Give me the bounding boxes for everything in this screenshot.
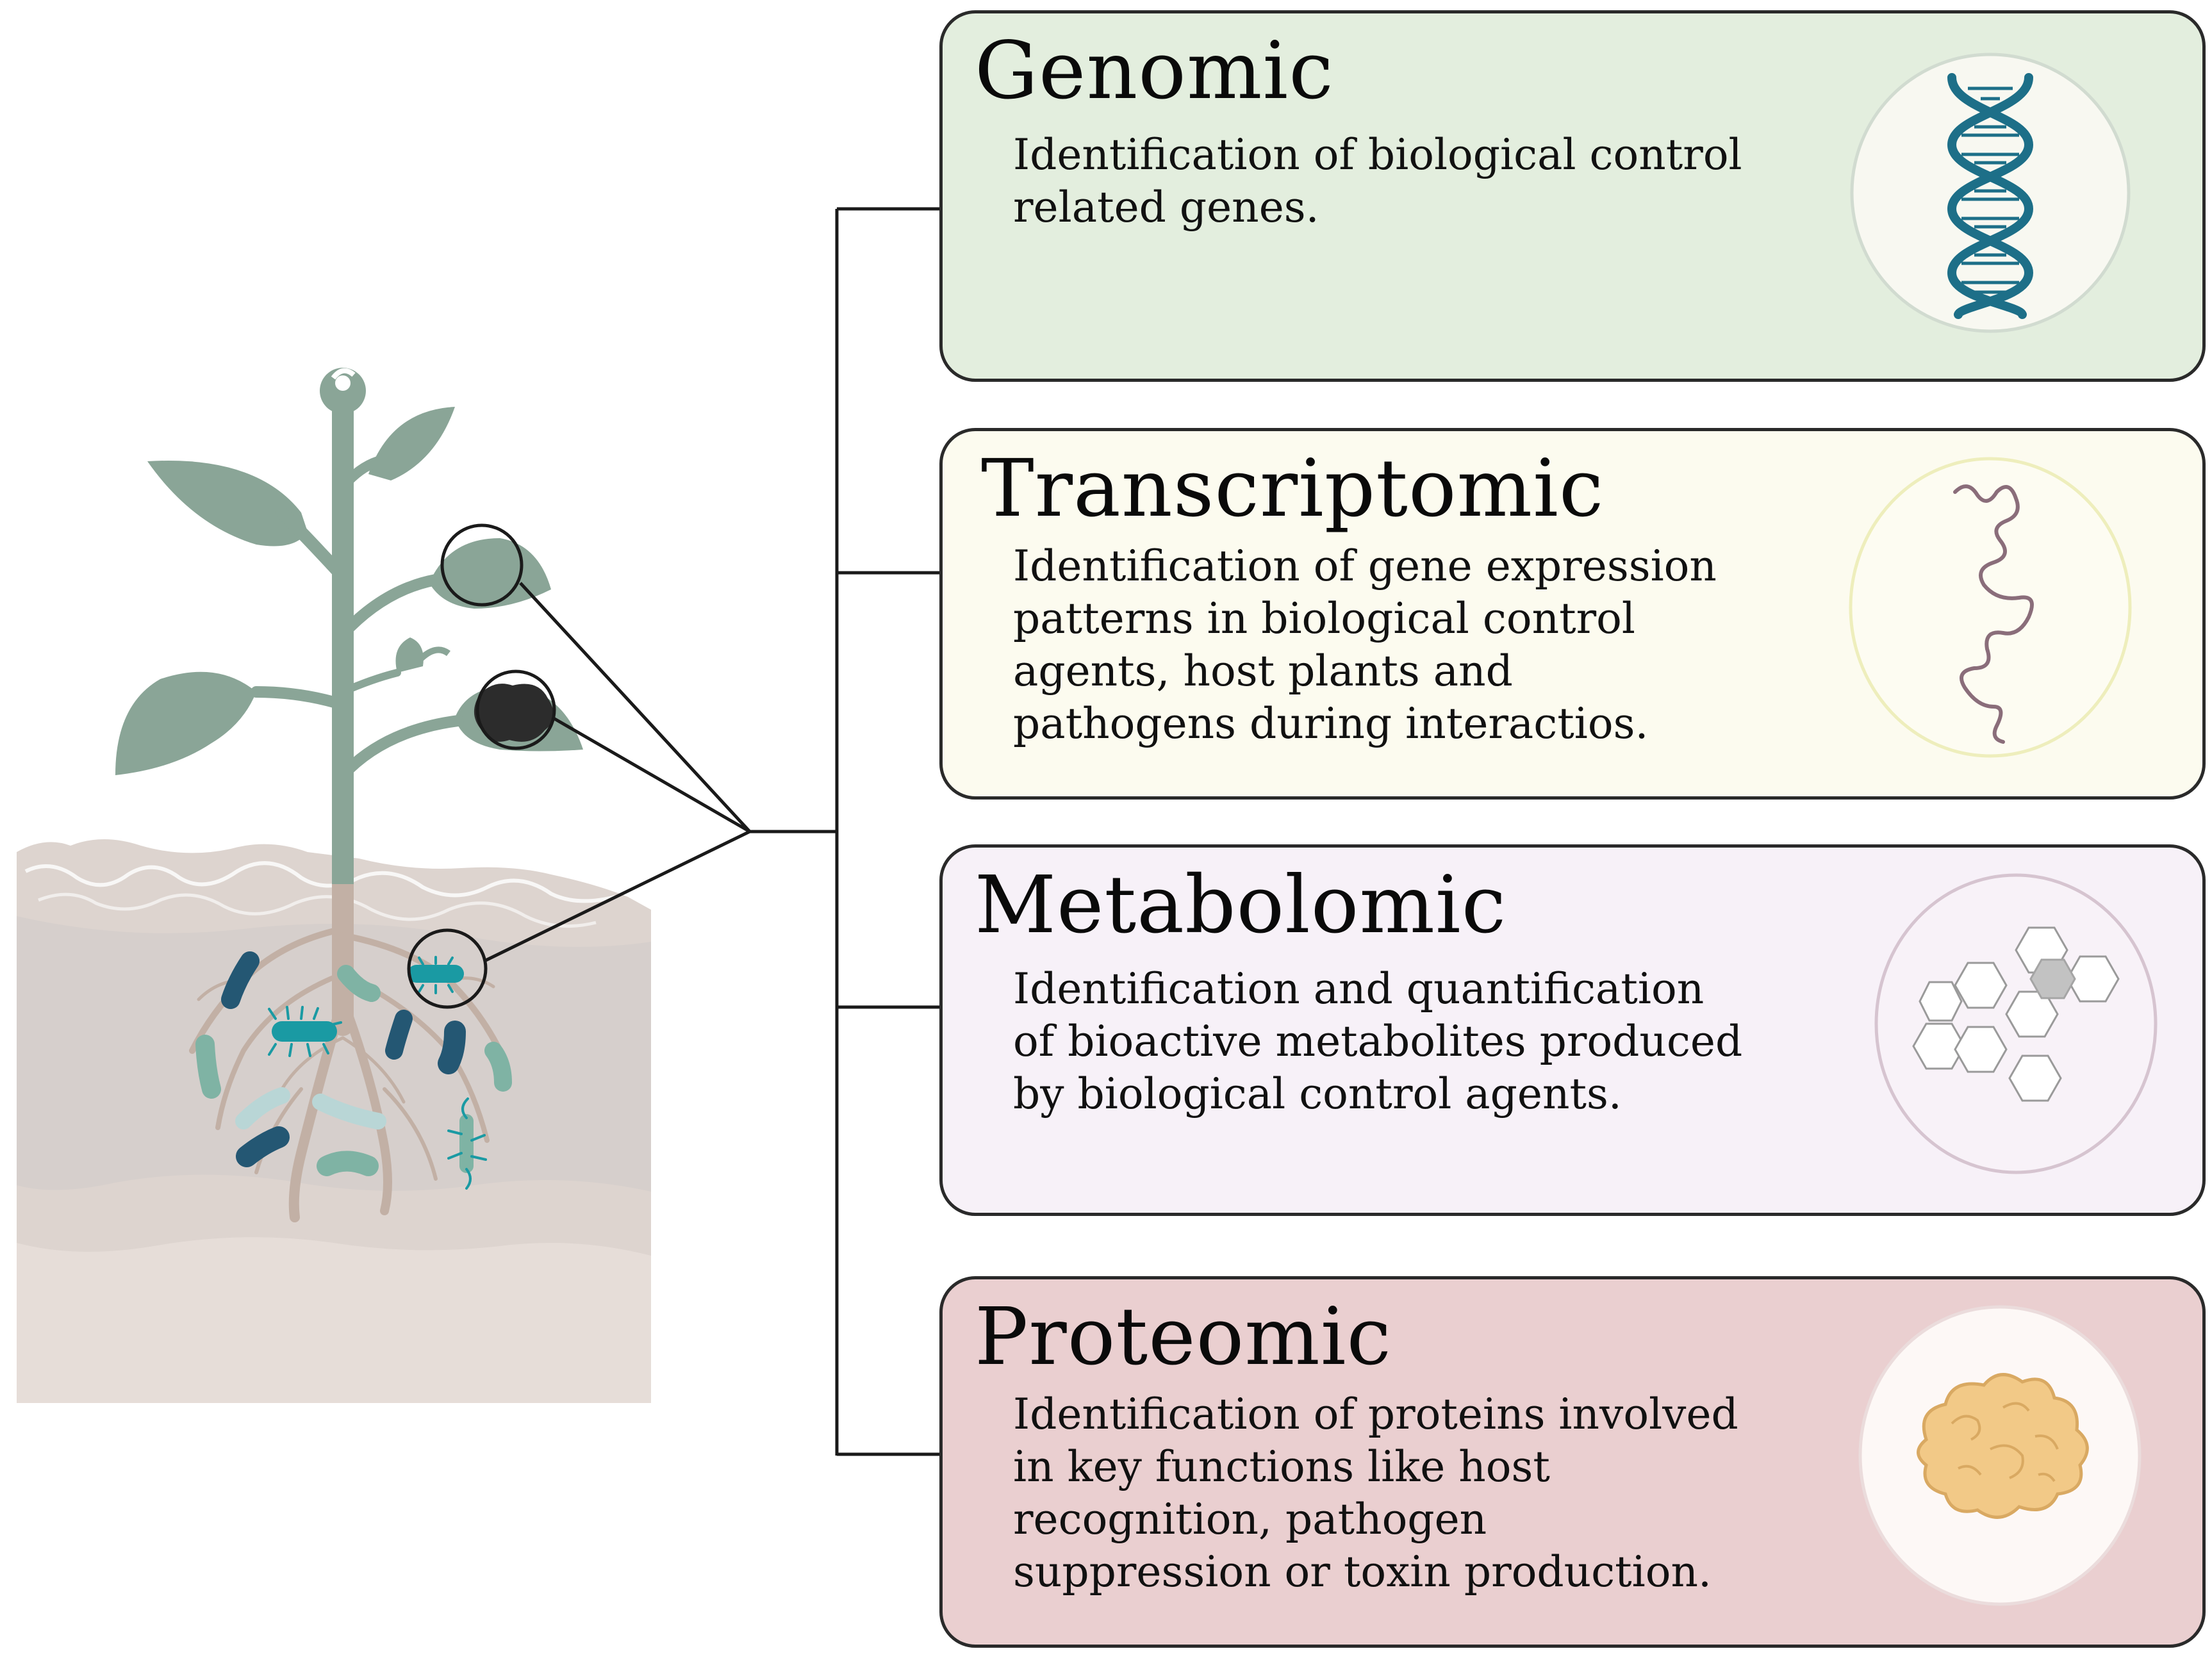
card-title-metabolomic: Metabolomic [975, 859, 1507, 951]
card-proteomic: Proteomic Identification of proteins inv… [939, 1276, 2206, 1648]
card-metabolomic: Metabolomic Identification and quantific… [939, 844, 2206, 1216]
leaf-top-right [368, 407, 455, 480]
soil-surface-texture-2 [38, 892, 597, 928]
zoom-circle-leaf [440, 523, 524, 607]
card-transcriptomic: Transcriptomic Identification of gene ex… [939, 428, 2206, 800]
plant [115, 368, 583, 884]
card-title-transcriptomic: Transcriptomic [981, 443, 1605, 535]
card-description-metabolomic: Identification and quantification of bio… [1013, 964, 1743, 1119]
zoom-circle-microbe [407, 928, 488, 1009]
card-description-transcriptomic: Identification of gene expression patter… [1013, 541, 1717, 748]
microbe-light-2 [312, 1094, 386, 1129]
hexagon-molecule-icon [1874, 873, 2158, 1174]
disease-spot [474, 684, 554, 742]
zoom-circle-disease [475, 669, 556, 750]
microbe-light-1 [235, 1087, 290, 1129]
microbe-dark-2 [385, 1010, 413, 1060]
microbe-green-2 [337, 965, 381, 1002]
card-genomic: Genomic Identification of biological con… [939, 10, 2206, 382]
microbe-dark-4 [236, 1126, 290, 1167]
plant-stem [332, 410, 354, 884]
dna-helix-icon [1850, 53, 2131, 333]
microbe-green-3 [484, 1042, 512, 1092]
microbe-dark-1 [221, 951, 260, 1009]
soil-microbes [195, 951, 512, 1190]
leaf-middle-left [115, 671, 256, 775]
card-description-genomic: Identification of biological control rel… [1013, 130, 1742, 232]
zoom-circles [407, 523, 556, 1009]
microbe-dark-3 [438, 1021, 466, 1074]
card-title-proteomic: Proteomic [975, 1291, 1392, 1383]
microbe-green-4 [317, 1151, 379, 1176]
card-title-genomic: Genomic [975, 25, 1334, 117]
microbe-green-1 [195, 1035, 221, 1099]
soil-surface-texture [24, 861, 616, 903]
connector-lines [483, 207, 939, 1456]
rna-strand-icon [1849, 457, 2132, 758]
card-description-proteomic: Identification of proteins involved in k… [1013, 1390, 1738, 1596]
leaf-top-left [147, 461, 308, 546]
protein-blob-icon [1858, 1305, 2142, 1606]
